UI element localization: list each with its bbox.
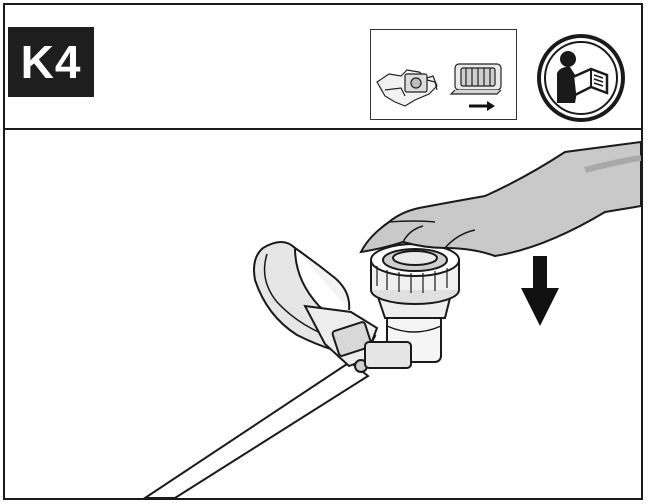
thumbnail-drawing (376, 63, 502, 111)
trimmer-head-drawing (143, 140, 641, 498)
step-header: K4 (5, 5, 641, 130)
trimmer-guard-assembly-thumbnail (370, 29, 517, 120)
motor-housing (364, 293, 453, 369)
arrow-right-icon (469, 101, 495, 111)
guard-shield (253, 241, 379, 373)
arrow-down-icon (521, 256, 559, 326)
instruction-panel: K4 (3, 3, 643, 500)
read-manual-icon (535, 33, 627, 123)
main-illustration (5, 130, 641, 498)
pressing-hand (359, 140, 641, 258)
spool-cap (370, 243, 460, 305)
trimmer-shaft (143, 360, 370, 498)
step-number-badge: K4 (8, 27, 94, 97)
